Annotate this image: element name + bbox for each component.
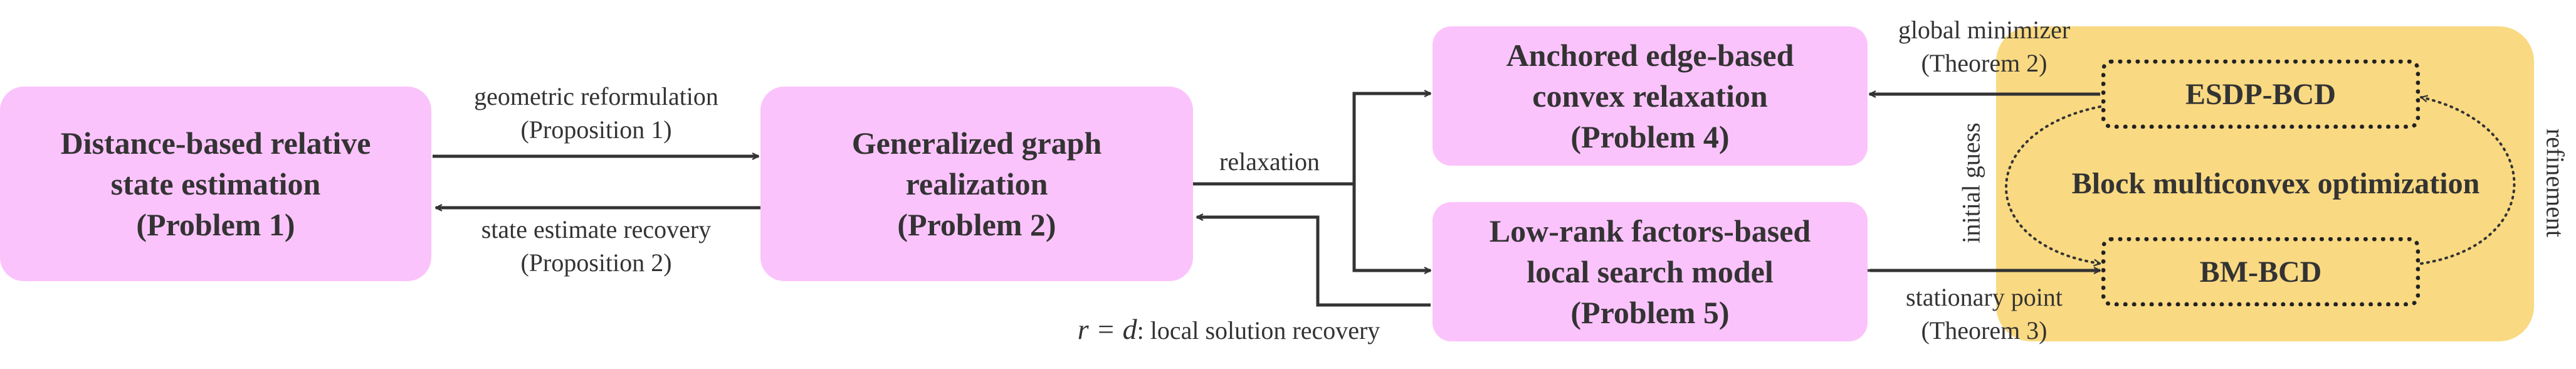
curve-initial-guess <box>2005 105 2101 264</box>
global-label-line2: (Theorem 2) <box>1921 48 2048 77</box>
problem1-box: Distance-based relative state estimation… <box>0 87 431 281</box>
recovery-text: : local solution recovery <box>1137 316 1380 345</box>
recovery-label: r = d: local solution recovery <box>1034 311 1423 349</box>
arrow-relaxation-to-p4 <box>1192 94 1431 186</box>
problem2-line2: realization <box>905 166 1048 201</box>
problem4-line3: (Problem 4) <box>1570 119 1730 154</box>
problem2-line1: Generalized graph <box>851 125 1102 161</box>
curve-refinement <box>2421 97 2516 265</box>
problem1-line2: state estimation <box>110 166 321 201</box>
problem5-box: Low-rank factors-based local search mode… <box>1433 202 1868 341</box>
problem1-line1: Distance-based relative <box>60 125 371 161</box>
problem2-box: Generalized graph realization (Problem 2… <box>760 87 1193 281</box>
forward-edge-label: geometric reformulation (Proposition 1) <box>433 80 760 147</box>
backward-edge-label: state estimate recovery (Proposition 2) <box>433 213 760 280</box>
backward-label-line1: state estimate recovery <box>481 215 712 243</box>
global-label-line1: global minimizer <box>1898 16 2071 44</box>
problem5-line3: (Problem 5) <box>1570 294 1730 330</box>
bm-bcd-box: BM-BCD <box>2101 237 2420 306</box>
stationary-label-line2: (Theorem 3) <box>1921 316 2048 345</box>
problem1-line3: (Problem 1) <box>136 206 295 242</box>
initial-guess-label: initial guess <box>1957 122 1985 243</box>
forward-label-line1: geometric reformulation <box>474 82 718 110</box>
recovery-variable: r = d <box>1077 313 1137 345</box>
arrow-relaxation-to-p5 <box>1352 184 1431 270</box>
esdp-bcd-box: ESDP-BCD <box>2101 60 2420 129</box>
block-multiconvex-label: Block multiconvex optimization <box>2071 167 2480 200</box>
stationary-label-line1: stationary point <box>1906 283 2063 311</box>
relaxation-label: relaxation <box>1219 147 1320 176</box>
refinement-label: refinement <box>2541 128 2570 238</box>
stationary-point-label: stationary point (Theorem 3) <box>1871 281 2097 348</box>
forward-label-line2: (Proposition 1) <box>520 115 672 144</box>
arrow-p5-to-p2-recovery <box>1197 217 1431 307</box>
problem5-line1: Low-rank factors-based <box>1489 213 1811 249</box>
problem4-line1: Anchored edge-based <box>1506 37 1794 73</box>
problem4-line2: convex relaxation <box>1532 78 1768 114</box>
block-multiconvex-region <box>1996 26 2534 341</box>
problem5-line2: local search model <box>1527 254 1774 289</box>
problem4-box: Anchored edge-based convex relaxation (P… <box>1433 26 1868 166</box>
global-minimizer-label: global minimizer (Theorem 2) <box>1871 14 2097 80</box>
backward-label-line2: (Proposition 2) <box>520 248 672 277</box>
problem2-line3: (Problem 2) <box>897 206 1056 242</box>
